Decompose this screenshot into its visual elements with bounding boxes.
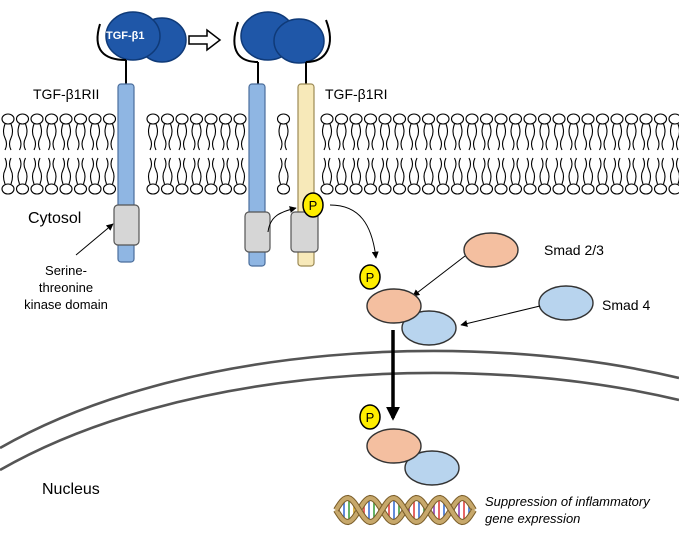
kinase-domain-label: Serine-threonine kinase domain <box>24 263 108 312</box>
smad-complex-nucleus <box>359 404 460 486</box>
tgf-beta1-receptor-ii-right <box>233 21 271 267</box>
phosphate-circle-icon <box>359 404 381 430</box>
receptor-ii-label: TGF-β1RII <box>33 86 100 102</box>
dna-double-helix-icon <box>333 494 477 526</box>
ligand-label: TGF-β1 <box>106 30 145 42</box>
phospho-label-cytosol: P <box>366 270 375 285</box>
nucleus-label: Nucleus <box>42 481 100 498</box>
tgf-beta1-receptor-i <box>290 19 331 267</box>
receptor-i-label: TGF-β1RI <box>325 86 388 102</box>
phosphate-circle-icon <box>359 264 381 290</box>
tgf-beta1-ligand-dimer-free <box>105 11 187 63</box>
kinase-domain-pointer <box>75 223 114 256</box>
smad-activation-arrow <box>329 204 379 259</box>
phosphate-circle-icon <box>302 192 324 218</box>
smad4-label: Smad 4 <box>602 297 651 313</box>
outcome-label: Suppression of inflammatory gene express… <box>485 494 650 526</box>
smad-complex-cytosol <box>359 264 457 346</box>
smad23-label: Smad 2/3 <box>544 242 604 258</box>
cell-membrane-bilayer <box>1 113 679 195</box>
smad4-free <box>538 285 594 321</box>
cytosol-label: Cytosol <box>28 210 82 227</box>
phospho-label-nucleus: P <box>366 410 375 425</box>
smad4-recruit-arrow <box>460 305 541 327</box>
transphosphorylation-arrow <box>267 206 297 233</box>
smad23-free <box>463 232 519 268</box>
phospho-label-receptor: P <box>309 198 318 213</box>
smad23-recruit-arrow <box>412 255 466 297</box>
open-arrow-right-icon <box>188 28 222 52</box>
tgf-beta1-receptor-ii-left <box>96 23 140 263</box>
tgf-beta1-ligand-dimer-bound <box>240 11 325 64</box>
nuclear-envelope <box>0 349 679 472</box>
